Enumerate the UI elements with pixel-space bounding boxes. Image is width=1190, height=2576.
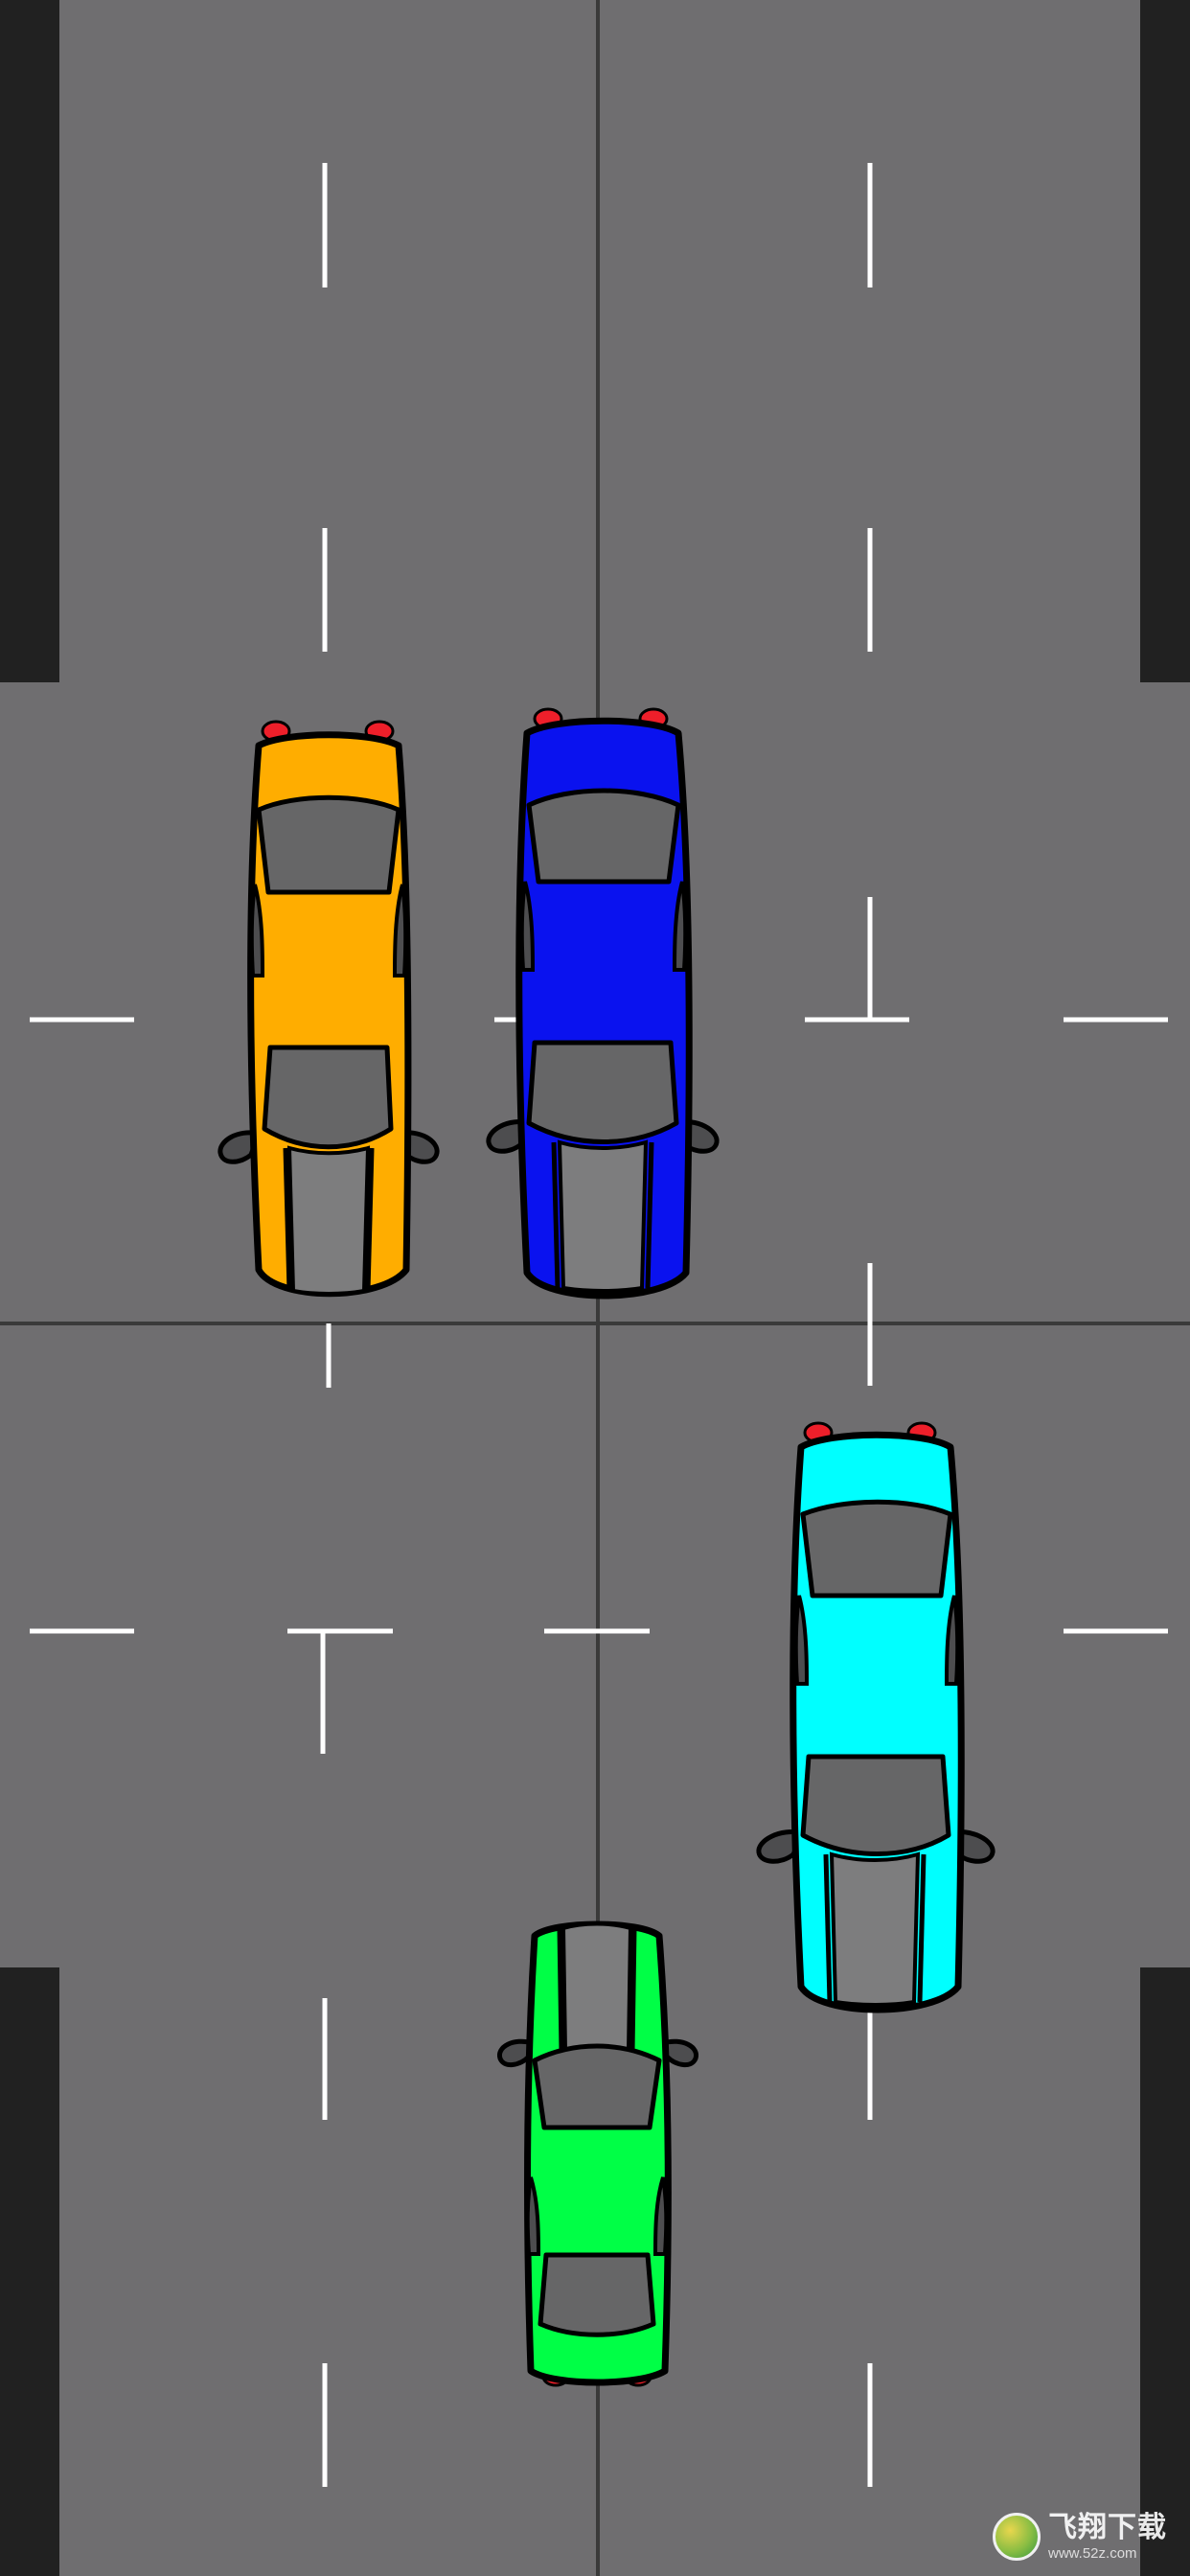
watermark: 飞翔下载 www.52z.com bbox=[993, 2513, 1167, 2561]
car-green[interactable] bbox=[497, 1920, 698, 2387]
lane-markings bbox=[30, 163, 1168, 2487]
curb-top-left bbox=[0, 0, 59, 682]
car-cyan[interactable] bbox=[756, 1421, 995, 2013]
watermark-brand: 飞翔下载 bbox=[1048, 2510, 1167, 2544]
watermark-site: www.52z.com bbox=[1048, 2544, 1137, 2562]
car-orange[interactable] bbox=[217, 720, 440, 1298]
curb-bottom-right bbox=[1140, 1967, 1190, 2576]
car-blue[interactable] bbox=[486, 707, 720, 1300]
curb-bottom-left bbox=[0, 1967, 59, 2576]
curb-top-right bbox=[1140, 0, 1190, 682]
leaf-logo-icon bbox=[993, 2513, 1041, 2561]
watermark-text: 飞翔下载 www.52z.com bbox=[1048, 2510, 1167, 2562]
